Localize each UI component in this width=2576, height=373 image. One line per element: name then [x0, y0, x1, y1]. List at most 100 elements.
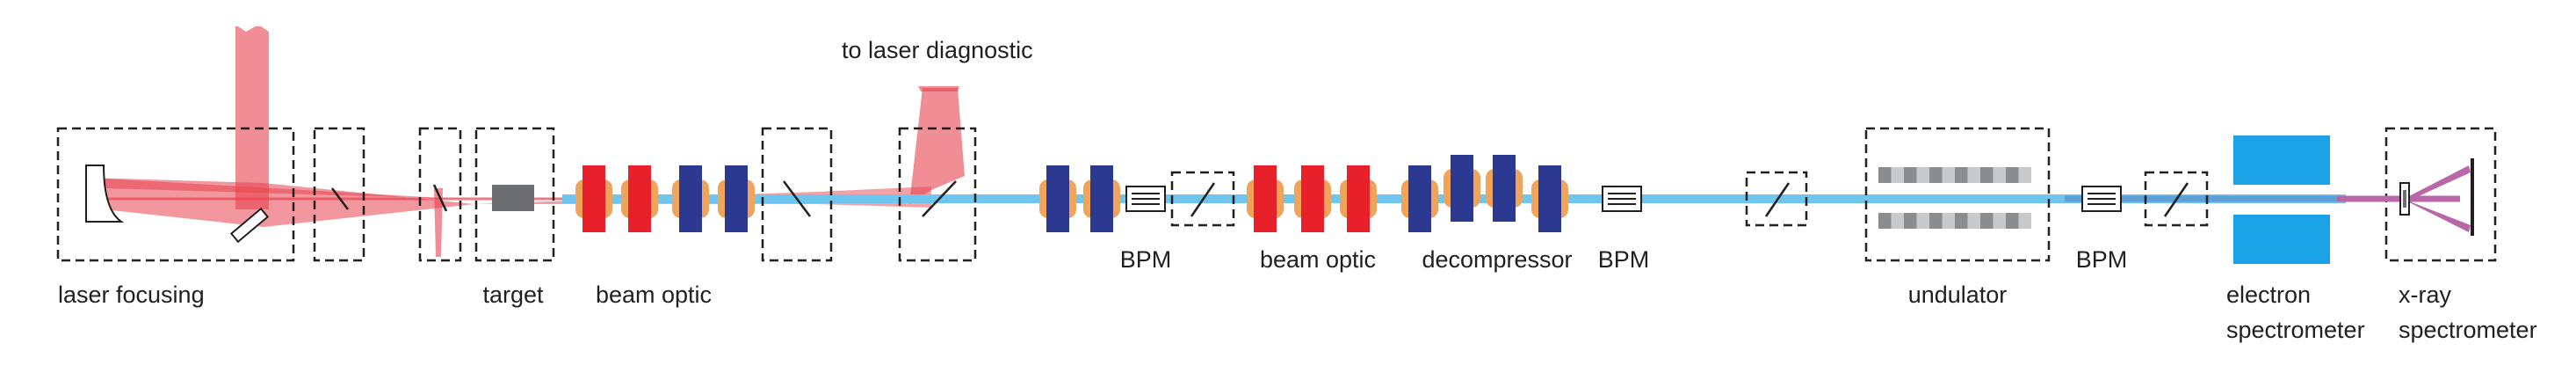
- chamber-xray-spectrometer: [2384, 127, 2497, 262]
- undulator-magnet-block: [1942, 213, 1955, 229]
- inline-optics: [331, 180, 2189, 217]
- quadrupole-magnet: [575, 165, 612, 232]
- undulator-magnet-block: [1980, 213, 1994, 229]
- quadrupole-core: [1090, 165, 1113, 232]
- dipole-lower-pole: [2233, 215, 2330, 264]
- undulator-magnet-block: [1891, 213, 1904, 229]
- label-beam-optic-2: beam optic: [1259, 246, 1377, 273]
- laser-secondary-lobe: [434, 188, 443, 257]
- label-bpm-2: BPM: [1597, 246, 1650, 273]
- chamber-pre-spectrometer: [2144, 171, 2209, 227]
- label-bpm-3: BPM: [2075, 246, 2128, 273]
- bpms: [1125, 186, 2122, 212]
- quadrupole-magnet: [621, 165, 658, 232]
- chamber-mirror-1: [761, 127, 833, 262]
- laser-input-beam-notch: [235, 25, 269, 32]
- chamber-mid: [1745, 171, 1808, 227]
- dipole-upper-pole: [2233, 135, 2330, 185]
- undulator-magnet-block: [1904, 167, 1917, 183]
- laser-focusing-optics: [85, 165, 270, 244]
- quadrupole-magnet: [1340, 165, 1377, 232]
- quadrupole-magnet: [672, 165, 709, 232]
- undulator-magnet-block: [2006, 167, 2019, 183]
- undulator-magnet-block: [1942, 167, 1955, 183]
- undulator-magnet-block: [1967, 167, 1980, 183]
- turning-mirror: [229, 207, 270, 244]
- label-electron-spectrometer-2: spectrometer: [2226, 317, 2365, 343]
- chamber-target: [474, 127, 555, 262]
- quadrupole-core: [1451, 155, 1473, 222]
- quadrupole-magnet: [1444, 155, 1480, 222]
- undulator-magnet-block: [1955, 213, 1968, 229]
- label-undulator: undulator: [1907, 282, 2008, 308]
- quadrupole-core: [582, 165, 605, 232]
- laser-to-diagnostic: [909, 88, 965, 204]
- quadrupole-magnet: [1247, 165, 1284, 232]
- label-to-laser-diagnostic: to laser diagnostic: [842, 37, 1033, 63]
- chamber-pellicle-2: [418, 127, 462, 262]
- quadrupole-core: [1301, 165, 1324, 232]
- laser-paths: [88, 25, 965, 257]
- chamber-bpm-adjacent: [1170, 171, 1235, 227]
- xray-grating-inner: [2403, 190, 2406, 208]
- label-xray-spectrometer-1: x-ray: [2399, 282, 2451, 308]
- quadrupole-core: [1046, 165, 1069, 232]
- undulator-magnet-block: [1891, 167, 1904, 183]
- chamber-mirror-2: [898, 127, 977, 262]
- undulator-magnet-block: [1967, 213, 1980, 229]
- undulator-magnet-block: [1878, 213, 1892, 229]
- label-xray-spectrometer-2: spectrometer: [2399, 317, 2537, 343]
- pellicle-2: [432, 184, 448, 212]
- quadrupole-core: [725, 165, 748, 232]
- mirror-1: [783, 180, 811, 217]
- undulator-magnet-block: [1993, 167, 2006, 183]
- undulator-magnet-block: [2018, 213, 2031, 229]
- chamber-undulator: [1864, 127, 2051, 262]
- pellicle-1: [331, 187, 349, 210]
- quadrupoles: [575, 155, 1568, 232]
- undulator-magnet-block: [1916, 213, 1929, 229]
- undulator-magnet-block: [1929, 167, 1943, 183]
- undulator-magnet-block: [1955, 167, 1968, 183]
- xray-lower-diffraction: [2407, 201, 2471, 232]
- quadrupole-core: [1347, 165, 1370, 232]
- xray-upper-diffraction: [2407, 165, 2471, 201]
- xray-spectrometer: [2337, 158, 2474, 236]
- label-target: target: [482, 282, 544, 308]
- bpm-1-device: [1125, 186, 1166, 212]
- undulator-magnet-block: [2006, 213, 2019, 229]
- quadrupole-magnet: [1401, 165, 1438, 232]
- mirror-4: [1764, 182, 1791, 217]
- laser-input-beam: [235, 26, 269, 209]
- chamber-pellicle-1: [313, 127, 365, 262]
- undulator-magnet-block: [1929, 213, 1943, 229]
- quadrupole-magnet: [1083, 165, 1120, 232]
- quadrupole-magnet: [1039, 165, 1076, 232]
- mirror-5: [2163, 182, 2189, 217]
- chamber-laser-focusing: [56, 127, 295, 262]
- quadrupole-core: [1254, 165, 1277, 232]
- quadrupole-core: [1493, 155, 1516, 222]
- label-decompressor: decompressor: [1422, 246, 1573, 273]
- quadrupole-core: [679, 165, 702, 232]
- undulator-magnet-block: [1993, 213, 2006, 229]
- laser-diagnostic-top: [918, 86, 959, 91]
- label-bpm-1: BPM: [1119, 246, 1172, 273]
- label-electron-spectrometer-1: electron: [2226, 282, 2312, 308]
- target-block: [492, 185, 534, 211]
- bpm-3-device: [2081, 186, 2122, 212]
- bpm-2-device: [1602, 186, 1642, 212]
- undulator-magnet-block: [1904, 213, 1917, 229]
- quadrupole-magnet: [1531, 165, 1568, 232]
- dashed-chambers: [56, 127, 2497, 262]
- label-laser-focusing: laser focusing: [58, 282, 205, 308]
- quadrupole-magnet: [1486, 155, 1523, 222]
- undulator-magnet-block: [2018, 167, 2031, 183]
- label-beam-optic-1: beam optic: [595, 282, 713, 308]
- undulator-magnet-block: [1916, 167, 1929, 183]
- quadrupole-core: [1538, 165, 1561, 232]
- undulator-magnets: [1878, 167, 2031, 229]
- quadrupole-magnet: [718, 165, 755, 232]
